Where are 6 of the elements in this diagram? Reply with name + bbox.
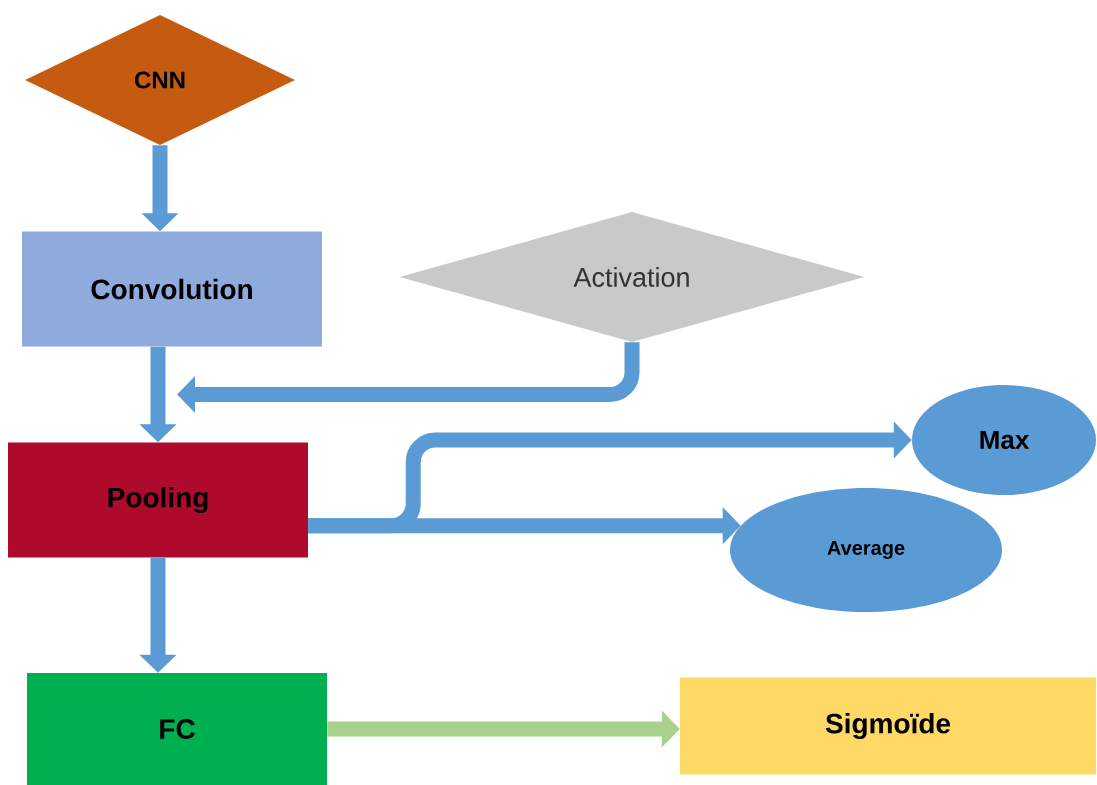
process-box: FC — [27, 673, 327, 785]
process-box: Convolution — [22, 231, 322, 347]
process-box: Pooling — [8, 442, 308, 558]
ellipse-node: Max — [912, 385, 1096, 495]
ellipse-node: Average — [730, 488, 1002, 612]
process-box: Sigmoïde — [680, 677, 1096, 775]
